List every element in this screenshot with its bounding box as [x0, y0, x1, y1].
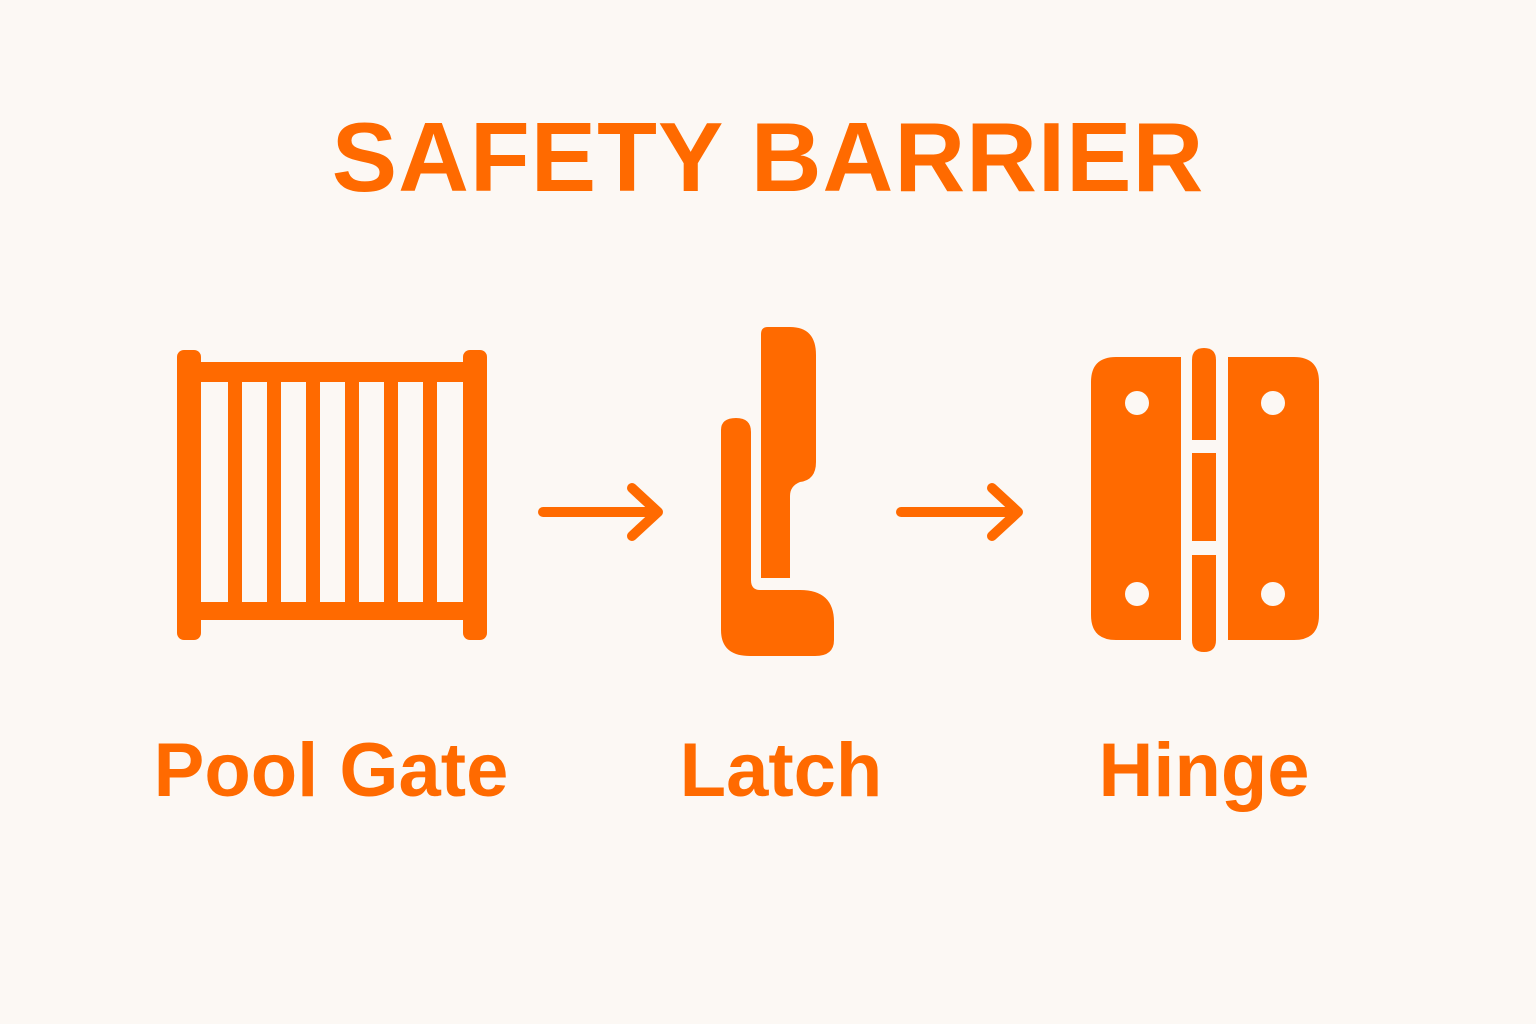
pool-gate-icon	[177, 350, 487, 640]
step-label-latch: Latch	[679, 728, 883, 813]
latch-icon	[721, 327, 834, 656]
arrow-right-icon	[538, 483, 663, 541]
hinge-icon	[1091, 348, 1319, 652]
step-label-hinge: Hinge	[1098, 728, 1310, 813]
arrow-right-icon	[896, 483, 1023, 541]
diagram-title: SAFETY BARRIER	[331, 102, 1205, 212]
step-label-pool-gate: Pool Gate	[153, 728, 509, 813]
